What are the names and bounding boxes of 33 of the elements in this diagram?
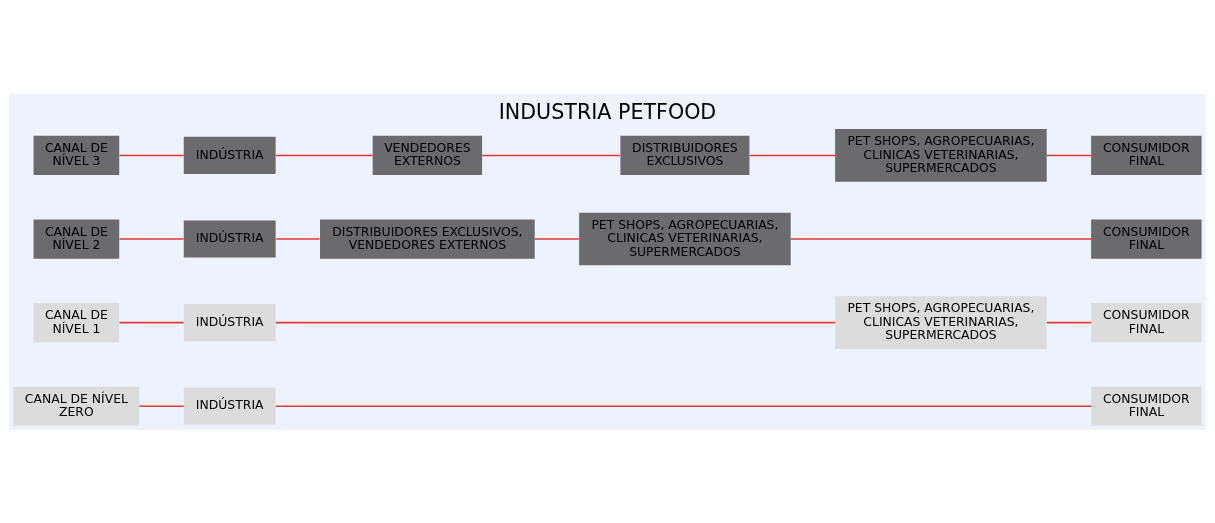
node-box: PET SHOPS, AGROPECUARIAS, CLINICAS VETERINARIAS, SUPERMERCADOS (835, 295, 1047, 349)
connector (118, 154, 185, 156)
node-box: PET SHOPS, AGROPECUARIAS, CLINICAS VETERINARIAS, SUPERMERCADOS (579, 212, 791, 265)
connector (790, 237, 1092, 240)
node-box: CANAL DE NÍVEL 1 (33, 302, 120, 342)
connector (275, 154, 374, 156)
node-box: DISTRIBUIDORES EXCLUSIVOS, VENDEDORES EXTERNOS (320, 218, 535, 259)
connector (118, 237, 185, 240)
connector (118, 321, 185, 323)
diagram-title: INDUSTRIA PETFOOD (498, 99, 717, 124)
node-box: INDÚSTRIA (183, 136, 276, 174)
node-box: PET SHOPS, AGROPECUARIAS, CLINICAS VETERINARIAS, SUPERMERCADOS (835, 128, 1047, 182)
connector (1046, 154, 1092, 156)
connector (275, 321, 836, 323)
connector (275, 237, 321, 240)
connector (481, 154, 621, 156)
connector (275, 405, 1092, 407)
connector (1046, 321, 1092, 323)
node-box: CONSUMIDOR FINAL (1091, 135, 1202, 175)
node-box: INDÚSTRIA (183, 387, 276, 425)
node-box: INDÚSTRIA (183, 219, 276, 258)
node-box: VENDEDORES EXTERNOS (372, 135, 483, 175)
node-box: CONSUMIDOR FINAL (1091, 218, 1202, 259)
connector (534, 237, 580, 240)
node-box: CANAL DE NÍVEL 2 (33, 218, 120, 259)
node-box: DISTRIBUIDORES EXCLUSIVOS (620, 135, 750, 175)
node-box: CONSUMIDOR FINAL (1091, 386, 1202, 426)
connector (138, 405, 185, 407)
connector (748, 154, 836, 156)
node-box: INDÚSTRIA (183, 303, 276, 341)
node-box: CANAL DE NÍVEL ZERO (13, 386, 140, 426)
node-box: CONSUMIDOR FINAL (1091, 302, 1202, 342)
node-box: CANAL DE NÍVEL 3 (33, 135, 120, 175)
